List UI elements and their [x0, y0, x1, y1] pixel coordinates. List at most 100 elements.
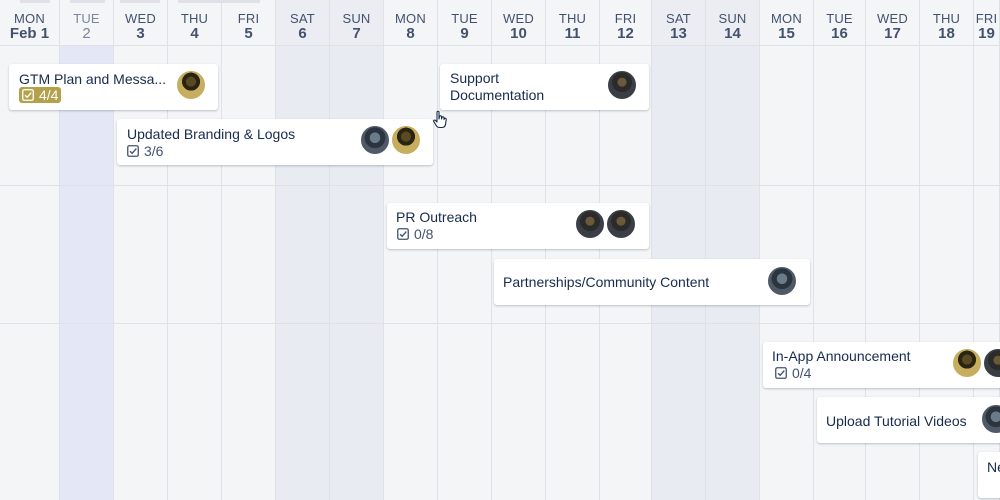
day-header: WED 3 [114, 0, 167, 46]
avatar[interactable] [951, 347, 983, 379]
day-header: SAT 6 [276, 0, 329, 46]
task-card-partial[interactable]: Ne [978, 452, 1000, 498]
day-number-label: 16 [831, 25, 848, 42]
day-header: SUN 7 [330, 0, 383, 46]
checklist-badge: 3/6 [127, 143, 163, 159]
day-header: TUE 2 [60, 0, 113, 46]
day-header: FRI 5 [222, 0, 275, 46]
day-of-week-label: MON [771, 11, 802, 26]
day-column-16: TUE 16 [814, 0, 866, 500]
day-column-15: MON 15 [760, 0, 814, 500]
avatar[interactable] [390, 124, 422, 156]
task-card-title: Partnerships/Community Content [503, 274, 710, 290]
day-number-label: 17 [884, 25, 901, 42]
day-column-10: WED 10 [492, 0, 546, 500]
task-card-partnerships-community[interactable]: Partnerships/Community Content [494, 259, 810, 305]
avatar[interactable] [359, 124, 391, 156]
checklist-badge-complete: 4/4 [19, 87, 62, 103]
swimlane-divider [0, 185, 1000, 186]
day-header: WED 10 [492, 0, 545, 46]
day-number-label: 3 [136, 25, 145, 42]
task-card-support-documentation[interactable]: Support Documentation [440, 64, 649, 110]
day-number-label: 18 [938, 25, 955, 42]
task-card-updated-branding[interactable]: Updated Branding & Logos 3/6 [117, 119, 433, 165]
avatar[interactable] [574, 208, 606, 240]
avatar[interactable] [605, 208, 637, 240]
day-column-18: THU 18 [920, 0, 974, 500]
day-number-label: 4 [190, 25, 199, 42]
assignee-avatars [606, 69, 638, 101]
header-tab-stub [20, 0, 50, 3]
day-column-17: WED 17 [866, 0, 920, 500]
day-number-label: 13 [670, 25, 687, 42]
day-of-week-label: WED [503, 11, 534, 26]
checkbox-check-icon [775, 367, 787, 379]
header-tab-stub [70, 0, 105, 3]
day-of-week-label: SAT [290, 11, 315, 26]
day-of-week-label: SUN [342, 11, 371, 26]
day-header: THU 11 [546, 0, 599, 46]
task-card-gtm-plan[interactable]: GTM Plan and Messa... 4/4 [9, 64, 218, 110]
day-of-week-label: SUN [718, 11, 747, 26]
task-card-pr-outreach[interactable]: PR Outreach 0/8 [387, 203, 649, 249]
task-card-title: Ne [987, 459, 1000, 475]
checklist-count: 3/6 [144, 143, 164, 159]
day-header: THU 4 [168, 0, 221, 46]
task-card-title: In-App Announcement [772, 348, 911, 364]
day-of-week-label: FRI [614, 11, 637, 26]
day-column-11: THU 11 [546, 0, 600, 500]
header-tab-stub [178, 0, 260, 3]
hand-pointer-icon [432, 110, 450, 130]
day-column-12: FRI 12 [600, 0, 652, 500]
avatar[interactable] [766, 265, 798, 297]
day-number-label: 15 [778, 25, 795, 42]
day-number-label: 10 [510, 25, 527, 42]
day-number-label: 19 [978, 25, 995, 42]
day-number-label: 7 [352, 25, 361, 42]
checkbox-check-icon [127, 145, 139, 157]
day-header: MON 8 [384, 0, 437, 46]
task-card-title: Updated Branding & Logos [127, 126, 296, 142]
task-card-title: Upload Tutorial Videos [826, 413, 967, 429]
day-number-label: 8 [406, 25, 415, 42]
day-of-week-label: FRI [237, 11, 260, 26]
day-column-6: SAT 6 [276, 0, 330, 500]
assignee-avatars [175, 69, 207, 101]
day-header: TUE 9 [438, 0, 491, 46]
day-column-3: WED 3 [114, 0, 168, 500]
day-number-label: 5 [244, 25, 253, 42]
day-of-week-label: MON [395, 11, 426, 26]
task-card-title-line-2: Documentation [450, 87, 545, 103]
avatar[interactable] [982, 347, 1000, 379]
header-tab-stub [120, 0, 160, 3]
day-column-13: SAT 13 [652, 0, 706, 500]
day-number-label: 14 [724, 25, 741, 42]
day-column-7: SUN 7 [330, 0, 384, 500]
task-card-in-app-announcement[interactable]: In-App Announcement 0/4 [763, 342, 1000, 388]
day-of-week-label: MON [14, 11, 45, 26]
avatar[interactable] [175, 69, 207, 101]
task-card-title-line-1: Support [450, 70, 500, 86]
day-header: TUE 16 [814, 0, 865, 46]
checkbox-check-icon [22, 89, 34, 101]
task-card-title: GTM Plan and Messa... [19, 71, 167, 87]
task-card-upload-tutorial-videos[interactable]: Upload Tutorial Videos [817, 397, 1000, 443]
avatar[interactable] [980, 403, 1000, 435]
task-card-title: PR Outreach [396, 209, 477, 225]
day-header: FRI 12 [600, 0, 651, 46]
day-header: FRI 19 [974, 0, 999, 46]
assignee-avatars [980, 403, 1000, 435]
day-of-week-label: THU [180, 11, 209, 26]
day-of-week-label: TUE [73, 11, 100, 26]
day-column-5: FRI 5 [222, 0, 276, 500]
assignee-avatars [951, 347, 1000, 379]
day-column-9: TUE 9 [438, 0, 492, 500]
day-number-label: 9 [460, 25, 469, 42]
checklist-count: 0/8 [414, 226, 434, 242]
day-number-label: Feb 1 [9, 25, 50, 42]
checklist-count: 4/4 [39, 87, 59, 103]
day-of-week-label: THU [932, 11, 961, 26]
day-column-feb-1: MON Feb 1 [0, 0, 60, 500]
avatar[interactable] [606, 69, 638, 101]
day-column-8: MON 8 [384, 0, 438, 500]
